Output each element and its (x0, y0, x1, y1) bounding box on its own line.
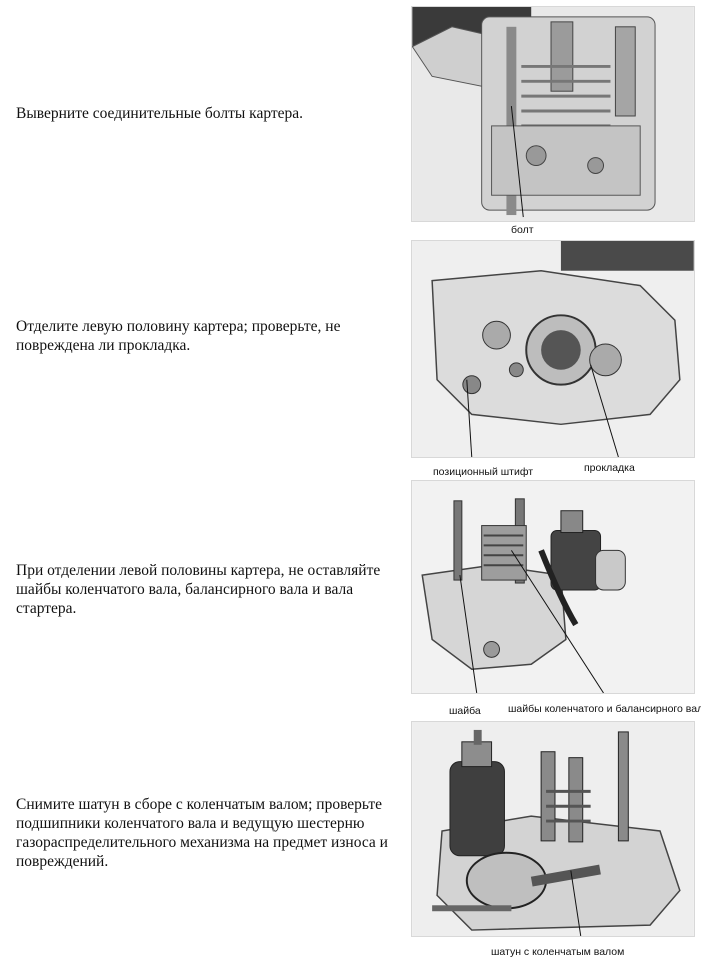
caption-gasket: прокладка (584, 462, 635, 474)
step-4-photo-connecting-rod (411, 721, 695, 937)
step-3-photo-shafts-washers (411, 480, 695, 694)
step-1-photo-bolts (411, 6, 695, 222)
step-4-instruction: Снимите шатун в сборе с коленчатым валом… (16, 796, 388, 870)
step-2-photo-crankcase-half (411, 240, 695, 458)
step-3-instruction: При отделении левой половины картера, не… (16, 562, 381, 617)
step-1-instruction: Выверните соединительные болты картера. (16, 105, 304, 122)
caption-crankshaft-balancer-washers: шайбы коленчатого и балансирного вала (508, 703, 701, 715)
caption-connecting-rod-crankshaft: шатун с коленчатым валом (491, 946, 625, 958)
caption-washer: шайба (449, 705, 481, 717)
caption-bolt: болт (511, 224, 534, 236)
caption-dowel-pin: позиционный штифт (433, 466, 534, 478)
step-2-instruction: Отделите левую половину картера; проверь… (16, 318, 341, 354)
